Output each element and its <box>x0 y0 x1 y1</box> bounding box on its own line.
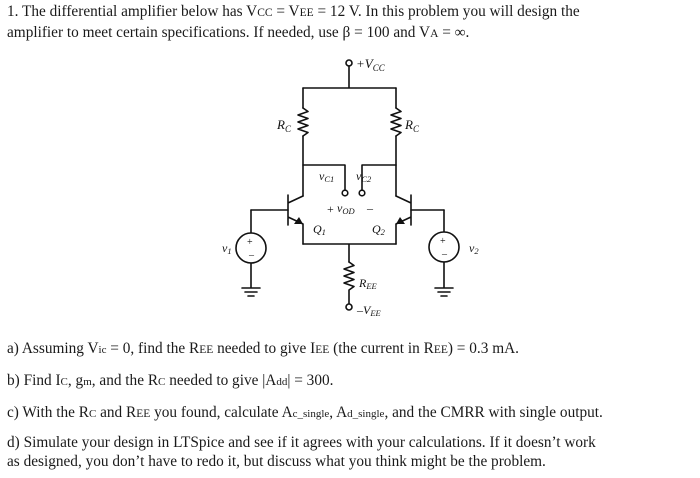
v2-plus-sign: + <box>440 236 446 247</box>
ree-label: REE <box>358 276 378 291</box>
problem-text: = 12 V. In this problem you will design … <box>313 3 580 20</box>
rc-right-label: RC <box>404 117 420 134</box>
vee-subscript: EE <box>299 7 314 19</box>
part-b: b) Find IC, gm, and the RC needed to giv… <box>7 372 334 389</box>
v2-label: v2 <box>469 241 479 256</box>
problem-text: = V <box>272 3 300 20</box>
v1-plus-sign: + <box>247 237 253 248</box>
part-c: c) With the RC and REE you found, calcul… <box>7 404 603 421</box>
part-d: d) Simulate your design in LTSpice and s… <box>7 434 596 470</box>
problem-text: 1. The differential amplifier below has … <box>7 3 258 20</box>
rc-right-resistor <box>390 107 402 137</box>
vee-label: –VEE <box>356 303 382 318</box>
vc2-label: vC2 <box>356 169 372 184</box>
ree-resistor <box>343 261 355 305</box>
rc-left-label: RC <box>276 117 292 134</box>
v2-minus-sign: – <box>441 249 448 260</box>
vod-label: vOD <box>337 201 355 216</box>
vc2-terminal <box>358 189 366 197</box>
vee-terminal <box>345 303 353 311</box>
va-subscript: A <box>430 28 439 40</box>
q1-emitter-arrow <box>294 217 303 224</box>
q2-emitter-arrow <box>396 217 405 224</box>
problem-text: = ∞. <box>438 24 470 41</box>
q2-transistor <box>395 194 412 245</box>
vc1-label: vC1 <box>319 169 334 184</box>
q1-label: Q1 <box>313 222 326 237</box>
part-a: a) Assuming Vic = 0, find the REE needed… <box>7 340 519 357</box>
vod-plus: + <box>327 202 334 216</box>
vc1-terminal <box>341 189 349 197</box>
v1-minus-sign: – <box>248 250 255 261</box>
vod-minus: – <box>366 201 374 215</box>
rc-left-resistor <box>297 107 309 137</box>
v1-label: v1 <box>222 241 232 256</box>
q1-transistor <box>287 194 304 245</box>
vcc-terminal <box>345 59 353 67</box>
problem-text: amplifier to meet certain specifications… <box>7 24 431 41</box>
vcc-label: +VCC <box>356 56 386 73</box>
vcc-subscript: CC <box>257 7 273 19</box>
problem-statement: 1. The differential amplifier below has … <box>7 2 693 44</box>
q2-label: Q2 <box>372 222 386 237</box>
differential-amplifier-circuit: +VCC RC RC vC1 vC2 + vOD – Q1 Q2 v1 v2 +… <box>222 56 479 318</box>
